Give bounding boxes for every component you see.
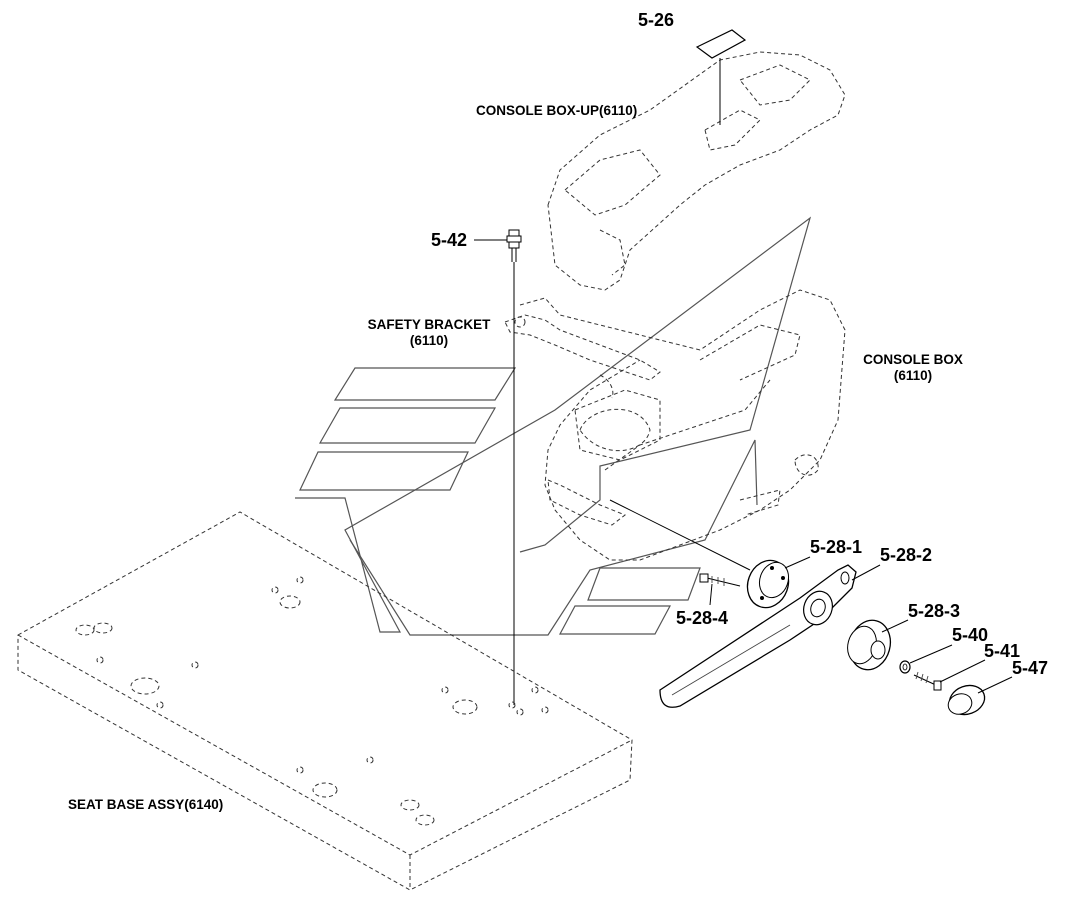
assembly-label-console-box-code: (6110) bbox=[894, 368, 932, 383]
assembly-label-seat-base: SEAT BASE ASSY(6140) bbox=[68, 797, 223, 812]
part-label-5-42: 5-42 bbox=[431, 230, 467, 250]
watermark-logo bbox=[295, 216, 812, 636]
assembly-label-safety-bracket-code: (6110) bbox=[410, 333, 448, 348]
part-label-5-40: 5-40 bbox=[952, 625, 988, 645]
part-label-5-41: 5-41 bbox=[984, 641, 1020, 661]
bolt-5-42-drawing bbox=[474, 229, 522, 705]
part-label-5-47: 5-47 bbox=[1012, 658, 1048, 678]
part-label-5-28-1: 5-28-1 bbox=[810, 537, 862, 557]
seat-base-drawing bbox=[17, 511, 633, 891]
assembly-label-safety-bracket: SAFETY BRACKET bbox=[368, 317, 492, 332]
pad-5-26-drawing bbox=[695, 29, 747, 125]
part-label-5-26: 5-26 bbox=[638, 10, 674, 30]
assembly-label-console-box-up: CONSOLE BOX-UP(6110) bbox=[476, 103, 637, 118]
console-box-up-drawing bbox=[547, 51, 846, 291]
part-label-5-28-4: 5-28-4 bbox=[676, 608, 728, 628]
leader-lines bbox=[709, 556, 1013, 694]
part-label-5-28-3: 5-28-3 bbox=[908, 601, 960, 621]
console-box-drawing bbox=[519, 289, 846, 561]
assembly-label-console-box: CONSOLE BOX bbox=[863, 352, 963, 367]
part-label-5-28-2: 5-28-2 bbox=[880, 545, 932, 565]
safety-bracket-drawing bbox=[504, 314, 661, 526]
knob-assembly-drawing bbox=[659, 559, 986, 716]
